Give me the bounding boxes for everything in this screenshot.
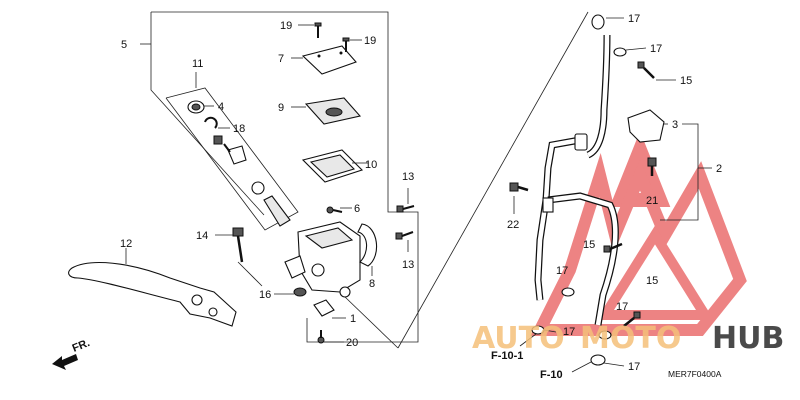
screw [314, 22, 322, 38]
bolt [395, 231, 414, 240]
ref-f-10: F-10 [540, 369, 563, 381]
callout-18: 18 [233, 123, 245, 135]
group-outline-5 [140, 11, 419, 343]
reservoir-cap [301, 45, 357, 75]
callout-17: 17 [628, 361, 640, 373]
pivot-bolt [232, 227, 244, 263]
screw [326, 206, 343, 214]
callout-22: 22 [507, 219, 519, 231]
callout-21: 21 [646, 195, 658, 207]
callout-10: 10 [365, 159, 377, 171]
callout-17: 17 [628, 13, 640, 25]
direction-label: FR. [71, 337, 92, 355]
handlebar-clamp [357, 223, 378, 267]
ref-f-10-1: F-10-1 [491, 350, 523, 362]
callout-20: 20 [346, 337, 358, 349]
callout-13: 13 [402, 171, 414, 183]
front-direction-arrow-icon [52, 354, 78, 370]
callout-14: 14 [196, 230, 208, 242]
diaphragm [301, 149, 364, 183]
piston [213, 135, 265, 195]
callout-11: 11 [192, 58, 203, 70]
callout-1: 1 [350, 313, 356, 325]
screw [342, 37, 350, 52]
sealing-washer [531, 47, 627, 366]
master-cylinder-body [284, 221, 361, 298]
callout-3: 3 [672, 119, 678, 131]
callout-19: 19 [280, 20, 292, 32]
callout-17: 17 [616, 301, 628, 313]
screw [317, 330, 325, 344]
callout-13: 13 [402, 259, 414, 271]
brake-lever [68, 261, 237, 327]
callout-4: 4 [218, 101, 224, 113]
nut [293, 287, 307, 297]
callout-15: 15 [583, 239, 595, 251]
callout-7: 7 [278, 53, 284, 65]
callout-15: 15 [680, 75, 692, 87]
brake-light-switch [313, 299, 335, 317]
bolt [603, 61, 655, 327]
bolt [509, 182, 529, 192]
watermark-moto: MOTO [580, 321, 681, 356]
callout-17: 17 [556, 265, 568, 277]
watermark-hub: HUB [712, 321, 784, 356]
bolt [647, 157, 657, 176]
callout-19: 19 [364, 35, 376, 47]
callout-6: 6 [354, 203, 360, 215]
watermark-auto: AUTO [472, 321, 565, 356]
callout-12: 12 [120, 238, 132, 250]
boot [187, 100, 205, 114]
group-outline-11 [165, 72, 299, 231]
callout-8: 8 [369, 278, 375, 290]
callout-15: 15 [646, 275, 658, 287]
watermark-logo-icon [530, 131, 747, 336]
watermark-text: AUTO MOTO HUB [472, 321, 784, 356]
hose-bracket [627, 109, 665, 143]
callout-17: 17 [563, 326, 575, 338]
leader-line [344, 296, 399, 349]
callout-5: 5 [121, 39, 127, 51]
bolt [396, 205, 415, 213]
callout-17: 17 [650, 43, 662, 55]
brake-hose [534, 14, 619, 326]
callout-9: 9 [278, 102, 284, 114]
callout-16: 16 [259, 289, 271, 301]
callout-2: 2 [716, 163, 722, 175]
circlip [204, 116, 218, 129]
spring [263, 195, 291, 227]
leader-line [397, 11, 589, 349]
diagram-code: MER7F0400A [668, 369, 722, 379]
diaphragm-plate [304, 97, 362, 125]
